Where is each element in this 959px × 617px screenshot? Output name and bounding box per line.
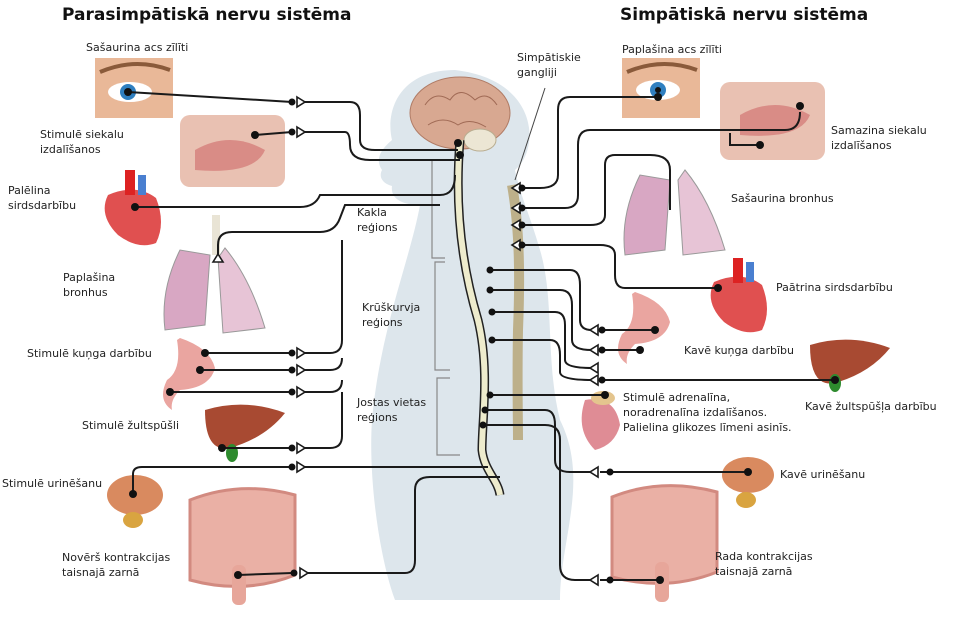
symp-label-intestine: Rada kontrakcijas taisnajā zarnā [715, 550, 813, 578]
region-label-cervical: Kakla reģions [357, 206, 398, 234]
symp-label-bladder: Kavē urinēšanu [780, 468, 866, 481]
mouth-illustration-right [720, 82, 825, 160]
sympathetic-ganglia-label: Simpātiskie gangliji [517, 51, 581, 79]
liver-illustration-left [205, 404, 285, 462]
symp-label-lungs: Sašaurina bronhus [731, 192, 834, 205]
symp-label-heart: Paātrina sirdsdarbību [776, 281, 893, 294]
para-label-intestine: Novērš kontrakcijas taisnajā zarnā [62, 551, 171, 579]
heart-illustration-right [710, 258, 767, 333]
para-label-salivary: Stimulē siekalu izdalīšanos [40, 128, 124, 156]
cerebellum [463, 128, 497, 152]
lungs-illustration-right [623, 169, 726, 256]
heart-illustration-left [104, 170, 161, 246]
bladder-illustration-left [107, 475, 163, 528]
intestine-illustration-right [610, 484, 719, 602]
para-label-heart: Palēlina sirdsdarbību [8, 184, 77, 212]
symp-label-eye: Paplašina acs zīlīti [622, 43, 722, 56]
para-label-eye: Sašaurina acs zīlīti [86, 41, 189, 54]
para-label-stomach: Stimulē kuņga darbību [27, 347, 152, 360]
mouth-illustration-left [180, 115, 285, 187]
sympathetic-ganglia [479, 93, 839, 587]
region-label-thoracic: Krūškurvja reģions [362, 301, 421, 329]
symp-label-salivary: Samazina siekalu izdalīšanos [831, 124, 927, 152]
parasympathetic-pathways [127, 91, 500, 576]
stomach-illustration-right [618, 292, 670, 364]
parasympathetic-ganglia [124, 88, 464, 580]
adrenal-kidney-illustration [581, 391, 620, 450]
liver-illustration-right [810, 339, 890, 392]
symp-label-adrenal: Stimulē adrenalīna, noradrenalīna izdalī… [623, 391, 792, 434]
eye-illustration-left [95, 58, 173, 118]
stomach-illustration-left [163, 338, 215, 410]
eye-illustration-right [622, 58, 700, 118]
region-label-lumbar: Jostas vietas reģions [357, 396, 427, 424]
bladder-illustration-right [722, 457, 774, 508]
para-label-bladder: Stimulē urinēšanu [2, 477, 103, 490]
symp-label-stomach: Kavē kuņga darbību [684, 344, 794, 357]
para-label-lungs: Paplašina bronhus [63, 271, 116, 299]
lungs-illustration-left [163, 215, 266, 334]
parasympathetic-title: Parasimpātiskā nervu sistēma [62, 5, 352, 25]
sympathetic-pathways [483, 96, 835, 581]
sympathetic-title: Simpātiskā nervu sistēma [620, 5, 869, 25]
intestine-illustration-left [188, 487, 297, 605]
symp-label-gallbladder: Kavē žultspūšļa darbību [805, 400, 937, 413]
para-label-gallbladder: Stimulē žultspūšli [82, 419, 180, 432]
